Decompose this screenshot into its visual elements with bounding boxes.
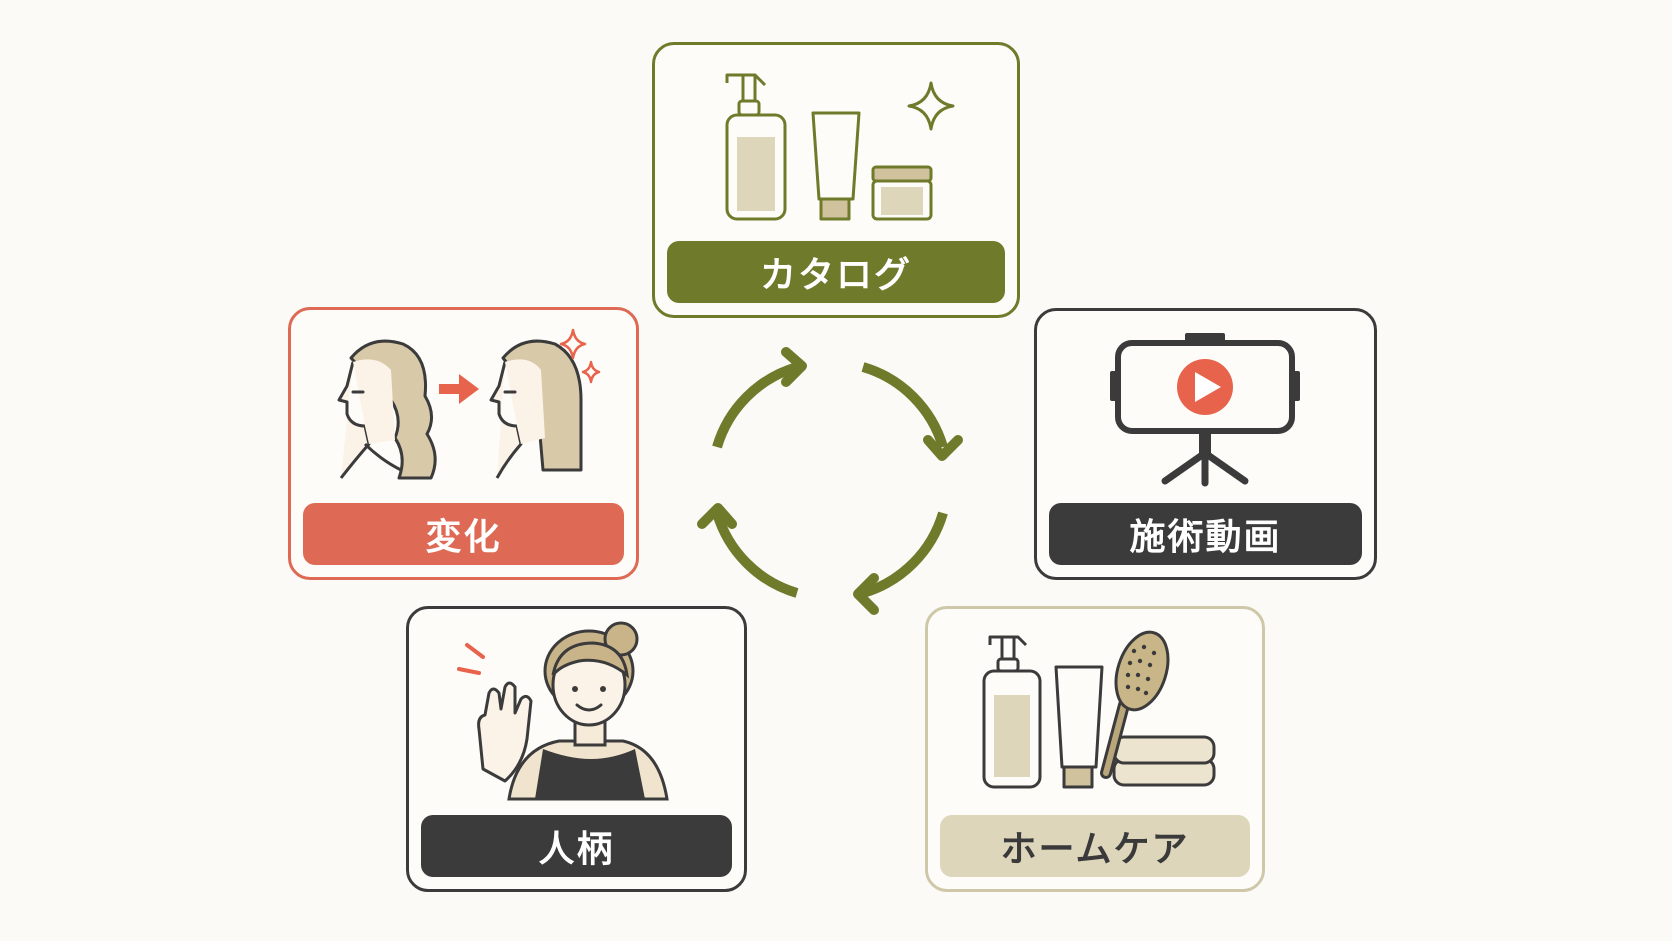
change-card: 変化 [288, 307, 639, 580]
person-card: 人柄 [406, 606, 747, 892]
video-card: 施術動画 [1034, 308, 1377, 580]
catalog-label: カタログ [667, 241, 1005, 303]
jar-icon [871, 165, 933, 221]
catalog-illustration [725, 73, 955, 221]
change-label: 変化 [303, 503, 624, 565]
tube-icon [1054, 665, 1104, 789]
pump-bottle-icon [982, 635, 1042, 789]
towel-icon [1112, 735, 1216, 787]
homecare-card: ホームケア [925, 606, 1265, 892]
change-illustration [337, 328, 601, 480]
straight-hair-profile-icon [489, 339, 583, 479]
catalog-card: カタログ [652, 42, 1020, 318]
stylist-waving-icon [457, 621, 669, 801]
person-label: 人柄 [421, 815, 732, 877]
video-label: 施術動画 [1049, 503, 1362, 565]
homecare-label: ホームケア [940, 815, 1250, 877]
tube-icon [811, 111, 861, 221]
cycle-arrows-icon [697, 347, 963, 615]
video-illustration [1110, 333, 1300, 487]
play-icon [1177, 359, 1233, 415]
homecare-illustration [982, 630, 1216, 789]
wavy-hair-profile-icon [337, 339, 437, 480]
sparkle-icon [907, 81, 955, 131]
sparkle-icon [559, 328, 601, 384]
arrow-right-icon [439, 374, 479, 404]
hairbrush-icon [1100, 630, 1170, 779]
pump-bottle-icon [725, 73, 787, 221]
person-illustration [457, 621, 669, 801]
